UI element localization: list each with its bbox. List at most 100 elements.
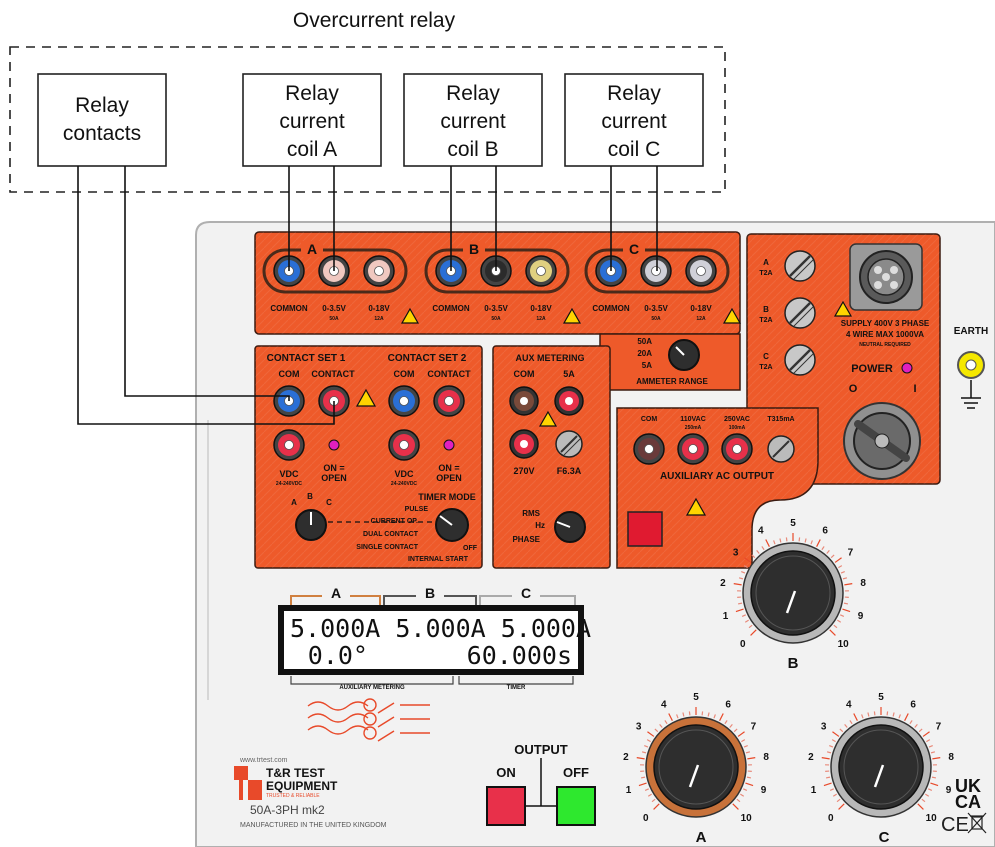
aux-output-terminal[interactable] [633,433,665,465]
relay-box-label: Relay [607,82,661,105]
dial-scale-label: 9 [946,785,952,796]
relay-box-label: current [279,110,345,133]
dial-scale-label: 0 [643,813,649,824]
supply-rating: SUPPLY 400V 3 PHASE [841,319,930,328]
fuse-rating: T2A [759,270,772,277]
timer-mode-knob[interactable] [435,508,469,542]
dial-scale-label: 3 [636,721,642,732]
earth-terminal[interactable]: EARTH [954,326,988,409]
on-open-label: ON = [438,463,459,473]
aux-com-terminal[interactable] [509,386,539,416]
ammeter-range-option: 5A [642,361,652,370]
dial-scale-label: 4 [661,700,667,711]
relay-box-label: current [440,110,506,133]
power-off-symbol: O [849,383,858,395]
dial-scale-label: 1 [811,785,817,796]
terminal-label: F6.3A [557,466,582,476]
contact-phase-selector-knob[interactable] [295,509,327,541]
phase-c-terminal[interactable] [640,255,672,287]
brand-tagline: TRUSTED & RELIABLE [266,793,320,799]
aux-fuse-holder[interactable] [555,430,583,458]
timer-mode-option: PULSE [405,506,429,513]
output-off-button[interactable] [556,786,596,826]
dial-scale-label: 5 [878,692,884,703]
relay-box-label: coil A [287,138,337,161]
timer-mode-option: CURRENT OP. [371,518,418,525]
dial-scale-label: 10 [926,813,938,824]
terminal-sublabel: 12A [536,316,546,322]
timer-mode-title: TIMER MODE [418,492,476,502]
aux-output-button[interactable] [627,511,663,547]
model-name: 50A-3PH mk2 [250,803,325,817]
dial-scale-label: 7 [936,721,942,732]
contact-2-vdc-terminal[interactable] [388,429,420,461]
internal-start-label: INTERNAL START [408,556,469,563]
power-switch[interactable] [843,402,921,480]
phase-b-terminal[interactable] [525,255,557,287]
warning-icon [400,307,420,324]
terminal-label: COMMON [592,304,630,313]
aux-270v-terminal[interactable] [509,429,539,459]
ammeter-range-option: 20A [637,349,652,358]
ammeter-range-option: 50A [637,337,652,346]
relay-box-label: current [601,110,667,133]
phase-selector-option: B [307,492,313,501]
lead-relay-contact-to-contact [77,166,335,425]
dial-scale-label: 1 [626,785,632,796]
terminal-label: CONTACT [427,369,471,379]
fuse-holder[interactable] [784,297,816,329]
relay-box-label: Relay [75,94,129,117]
dial-scale-label: 3 [821,721,827,732]
contact-2-com-terminal[interactable] [388,385,420,417]
aux-metering-title: AUX METERING [515,353,584,363]
relay-box-label: contacts [63,122,141,145]
terminal-label: 0-3.5V [644,304,668,313]
dial-scale-label: 0 [828,813,834,824]
contact-2-contact-terminal[interactable] [433,385,465,417]
aux-output-fuse-holder[interactable] [767,435,795,463]
dial-scale-label: 2 [808,752,814,763]
terminal-label: COMMON [270,304,308,313]
phase-c-terminal[interactable] [685,255,717,287]
terminal-sublabel: 50A [329,316,339,322]
output-on-label: ON [496,765,516,780]
aux-5a-terminal[interactable] [554,386,584,416]
terminal-label: 110VAC [680,416,706,423]
power-label: POWER [851,363,893,375]
aux-output-terminal[interactable] [677,433,709,465]
metering-mode-knob[interactable] [554,511,586,543]
contact-timer-panel: CONTACT SET 1 CONTACT SET 2 COM CONTACT … [254,345,483,569]
timer-mode-option: SINGLE CONTACT [356,544,418,551]
fuse-holder[interactable] [784,250,816,282]
phase-a-terminal[interactable] [363,255,395,287]
terminal-sublabel: 12A [374,316,384,322]
terminal-label: 5A [563,369,575,379]
display-footer-label: AUXILIARY METERING [339,685,405,691]
fuse-holder[interactable] [784,344,816,376]
dial-scale-label: 8 [860,578,866,589]
phase-letter: B [469,241,479,257]
terminal-label: COM [394,369,415,379]
dial-scale-label: 6 [725,700,731,711]
dial-scale-label: 10 [741,813,753,824]
on-open-label: OPEN [321,473,347,483]
phase-selector-option: A [291,498,297,507]
aux-output-terminal[interactable] [721,433,753,465]
test-leads [77,166,658,425]
supply-socket[interactable] [849,243,923,311]
on-open-label: ON = [323,463,344,473]
contact-1-vdc-terminal[interactable] [273,429,305,461]
warning-icon [833,300,853,317]
dial-scale-label: 3 [733,547,739,558]
output-on-button[interactable] [486,786,526,826]
lcd-line-1: 5.000A 5.000A 5.000A [290,614,591,643]
ce-mark-icon: CE [941,814,969,836]
earth-label: EARTH [954,326,988,337]
terminal-label: COM [641,416,658,423]
